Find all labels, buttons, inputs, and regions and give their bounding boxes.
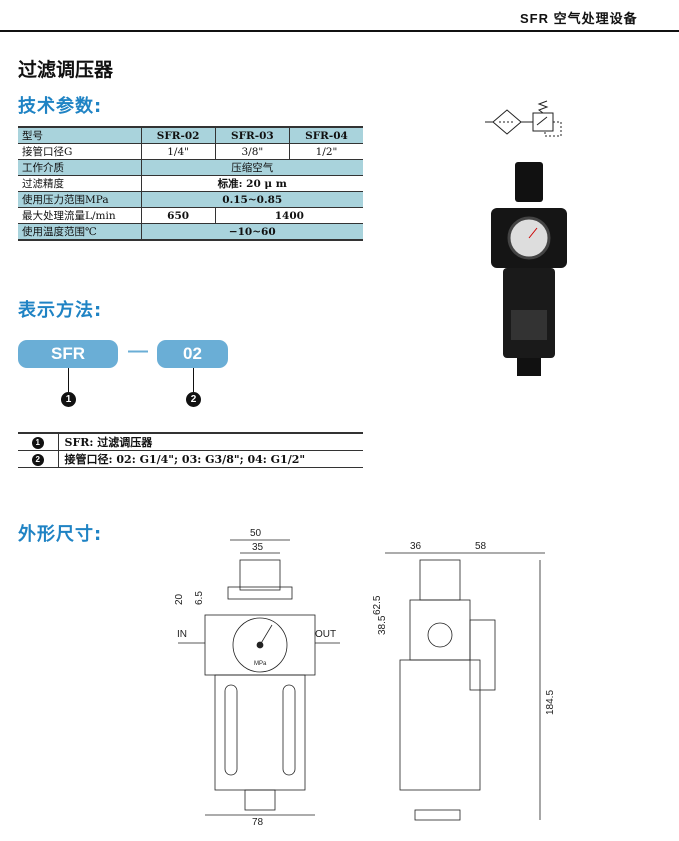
specs-heading: 技术参数:	[18, 96, 103, 117]
table-row: 工作介质压缩空气	[18, 159, 363, 176]
svg-text:IN: IN	[177, 629, 187, 640]
page-title: 过滤调压器	[18, 59, 114, 81]
svg-text:36: 36	[410, 541, 422, 552]
notation-dash: —	[128, 340, 148, 362]
svg-text:OUT: OUT	[315, 629, 336, 640]
dimensions-heading: 外形尺寸:	[18, 524, 103, 545]
svg-text:MPa: MPa	[254, 661, 267, 667]
svg-text:35: 35	[252, 542, 264, 553]
svg-text:50: 50	[250, 528, 262, 539]
svg-text:62.5: 62.5	[372, 595, 383, 615]
leader-line	[68, 368, 69, 392]
header-rule	[0, 30, 679, 32]
table-row: 使用温度范围℃−10~60	[18, 223, 363, 241]
front-view: 50 35 MPa IN OUT 78 20 6.5	[174, 528, 340, 825]
svg-text:38.5: 38.5	[377, 615, 388, 635]
pneumatic-symbol-icon	[485, 100, 562, 137]
svg-text:58: 58	[475, 541, 487, 552]
marker-1: 1	[61, 392, 76, 407]
notation-port-pill: 02	[157, 340, 228, 368]
side-view: 36 58 62.5 38.5 184.5	[372, 541, 556, 821]
notation-heading: 表示方法:	[18, 300, 103, 321]
series-header: SFR 空气处理设备	[520, 11, 638, 26]
leader-line	[193, 368, 194, 392]
table-row: 过滤精度标准: 20 μ m	[18, 175, 363, 192]
dimension-drawing: 50 35 MPa IN OUT 78 20 6.5 36 58 62.5 38…	[174, 528, 556, 825]
svg-text:20: 20	[174, 593, 185, 605]
notation-series-pill: SFR	[18, 340, 118, 368]
svg-text:78: 78	[252, 817, 264, 825]
svg-text:6.5: 6.5	[194, 591, 205, 605]
product-photo	[491, 162, 567, 376]
svg-text:184.5: 184.5	[545, 690, 556, 715]
marker-2: 2	[186, 392, 201, 407]
